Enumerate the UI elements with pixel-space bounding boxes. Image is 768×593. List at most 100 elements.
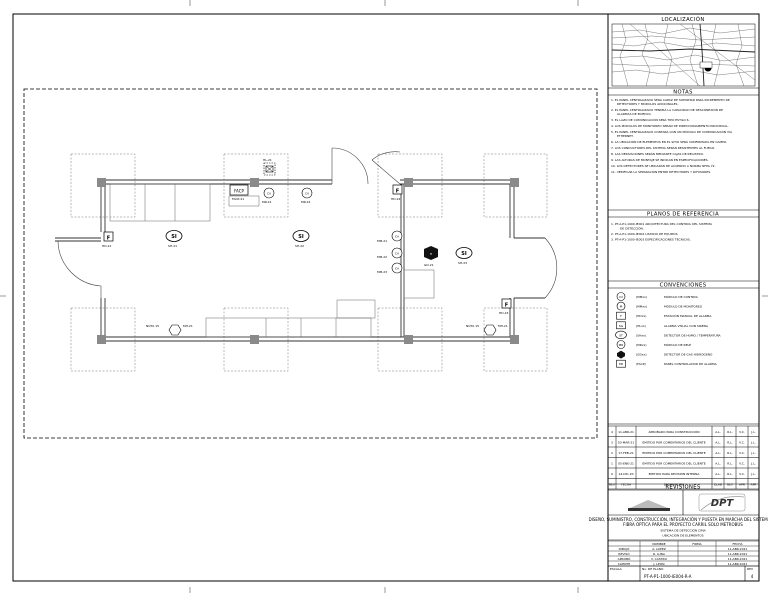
- revision-cell: DESCRIPCIÓN: [664, 481, 685, 486]
- location-map: LOCALIZACIÓN: [611, 16, 756, 87]
- legend-symbol-icon: [617, 350, 625, 359]
- tag-mm23: MM-23: [377, 270, 387, 274]
- revision-cell: EMITIDO PARA REVISIÓN INTERNA: [649, 471, 701, 476]
- tag-sh23: SH-23: [458, 261, 467, 265]
- svg-text:DI: DI: [305, 192, 308, 196]
- tag-mm22: MM-22: [377, 255, 387, 259]
- svg-text:SI: SI: [461, 251, 467, 257]
- signature-cell: 11-ABR-2021: [728, 557, 748, 561]
- relay-module-mr22[interactable]: DI MR-22: [301, 187, 313, 204]
- project-description-line: DISEÑO, SUMINISTRO, CONSTRUCCIÓN, INTEGR…: [589, 517, 768, 522]
- signature-cell: V. CASTRO: [651, 557, 668, 561]
- convenciones-title: CONVENCIONES: [660, 283, 707, 289]
- smoke-detector-sh23[interactable]: SI SH-23: [455, 247, 473, 266]
- legend-symbol-text: MR: [619, 343, 624, 347]
- revision-cell: R.L.: [727, 461, 733, 465]
- doors: [57, 147, 558, 299]
- project-description-line: SISTEMA DE DETECCIÓN CIMA: [660, 527, 706, 532]
- monitor-module-mh2[interactable]: MH-21 NOTA 15: [466, 324, 508, 336]
- note-item: 11. VERIFICAR LA SEPARACIÓN ENTRE DETECT…: [611, 169, 711, 174]
- svg-text:SI: SI: [171, 234, 177, 240]
- nota-mh1: NOTA 15: [146, 324, 159, 328]
- revision-cell: R.L.: [727, 451, 733, 455]
- horn-strobe-hl21[interactable]: HL-21: [263, 158, 276, 176]
- note-item: 9. LAS ALTURAS DE MONTAJE SE INDICAN EN …: [611, 158, 709, 162]
- legend-symbol-text: GS: [619, 353, 623, 357]
- legend-description: MÓDULO DE CONTROL: [664, 294, 698, 299]
- revision-cell: 4: [611, 430, 613, 434]
- legend-item: M(MMxx)MÓDULO DE MONITOREO: [616, 301, 703, 311]
- revision-cell: R.L.: [727, 430, 733, 434]
- signature-cell: A. LÓPEZ: [652, 546, 666, 551]
- revision-cell: REV: [609, 482, 616, 486]
- gas-detector-gd21[interactable]: H GD-21: [424, 246, 438, 267]
- relay-module-mr21[interactable]: DI MR-21: [262, 187, 275, 204]
- rev-value: 4: [751, 574, 754, 579]
- tag-gd21: GD-21: [424, 263, 434, 267]
- sheet-border: [12, 13, 760, 582]
- revision-cell: REV: [727, 482, 734, 486]
- control-module-mm23[interactable]: DI MM-23: [377, 262, 403, 274]
- notas-title: NOTAS: [673, 90, 693, 96]
- tag-hl21: HL-21: [263, 158, 272, 162]
- control-module-mm22[interactable]: DI MM-22: [377, 247, 403, 259]
- note-item: 4. LOS MÓDULOS DE MONITOREO SERÁN DE DIR…: [611, 123, 729, 128]
- legend-description: ALARMA VISUAL CON SIRENA: [664, 324, 709, 328]
- monitor-module-mh1[interactable]: MH-21 NOTA 15: [146, 324, 193, 336]
- revision-cell: A.L.: [715, 472, 721, 476]
- revision-cell: 14-DIC-20: [618, 472, 633, 476]
- revision-row: 2 17-FEB-21 EMITIDO POR COMENTARIOS DEL CL…: [611, 451, 756, 455]
- revision-cell: FECHA: [621, 482, 632, 486]
- equipment-blocks: [109, 183, 435, 338]
- revision-cell: 17-FEB-21: [618, 451, 634, 455]
- dpt-logo-text: DPT: [711, 498, 735, 509]
- revision-cell: 2: [611, 451, 613, 455]
- smoke-detector-sh22[interactable]: SI SH-22: [292, 230, 310, 249]
- pull-station-hd22[interactable]: F HD-22: [391, 184, 403, 201]
- svg-text:H: H: [430, 252, 432, 256]
- revision-cell: J.L.: [750, 451, 756, 455]
- note-item: 5. EL PANEL CENTRALIZADO CONTARÁ CON UN …: [611, 129, 733, 138]
- smoke-detector-sh21[interactable]: SI SH-21: [165, 230, 183, 249]
- revision-cell: APR: [751, 482, 757, 486]
- revision-cell: V.C.: [739, 451, 745, 455]
- signature-cell: CLIENTE: [618, 562, 631, 566]
- revision-cell: J.L.: [750, 472, 756, 476]
- revision-cell: V.C.: [739, 472, 745, 476]
- logos: DPT: [628, 490, 746, 515]
- legend-symbol-text: F: [620, 314, 622, 318]
- revision-cell: 1: [611, 461, 613, 465]
- legend-code: (HLxx): [636, 324, 646, 328]
- legend-symbol-icon: [616, 321, 626, 330]
- legend-item: DI(MMxx)MÓDULO DE CONTROL: [616, 292, 698, 301]
- revision-cell: EMITIDO POR COMENTARIOS DEL CLIENTE: [642, 451, 705, 455]
- legend-description: DETECTOR DE GAS HIDRÓGENO: [664, 352, 713, 357]
- signature-cell: 11-ABR-2021: [728, 562, 748, 566]
- reference-drawing-item: 3. PT-A-P1-1000-IE003 ESPECIFICACIONES T…: [611, 237, 691, 242]
- tag-hd22: HD-22: [391, 197, 401, 201]
- pull-station-hd21[interactable]: F HD-21: [102, 231, 114, 248]
- tag-mh2: MH-21: [498, 324, 508, 328]
- facp-panel[interactable]: FACP FACP-21: [229, 184, 249, 201]
- revision-cell: ELAB: [714, 482, 722, 486]
- legend-symbol-text: SG: [619, 324, 624, 328]
- legend-code: (HDxx): [636, 314, 646, 318]
- signature-cell: NOMBRE: [652, 542, 665, 546]
- tag-hd23: HD-23: [499, 311, 509, 315]
- revision-cell: V.C.: [739, 440, 745, 444]
- floor-plan: F HD-21 F HD-22 F HD-23 FACP FACP-21 HL-…: [23, 88, 598, 439]
- legend-code: (MMxx): [636, 295, 647, 299]
- pull-station-hd23[interactable]: F HD-23: [499, 298, 512, 315]
- control-module-mm21[interactable]: DI MM-21: [377, 230, 403, 243]
- revision-cell: 03-MAR-21: [618, 440, 634, 444]
- reference-drawing-item: 1. PT-A-P1-1000-IE001 ARQUITECTURA DEL C…: [611, 222, 713, 231]
